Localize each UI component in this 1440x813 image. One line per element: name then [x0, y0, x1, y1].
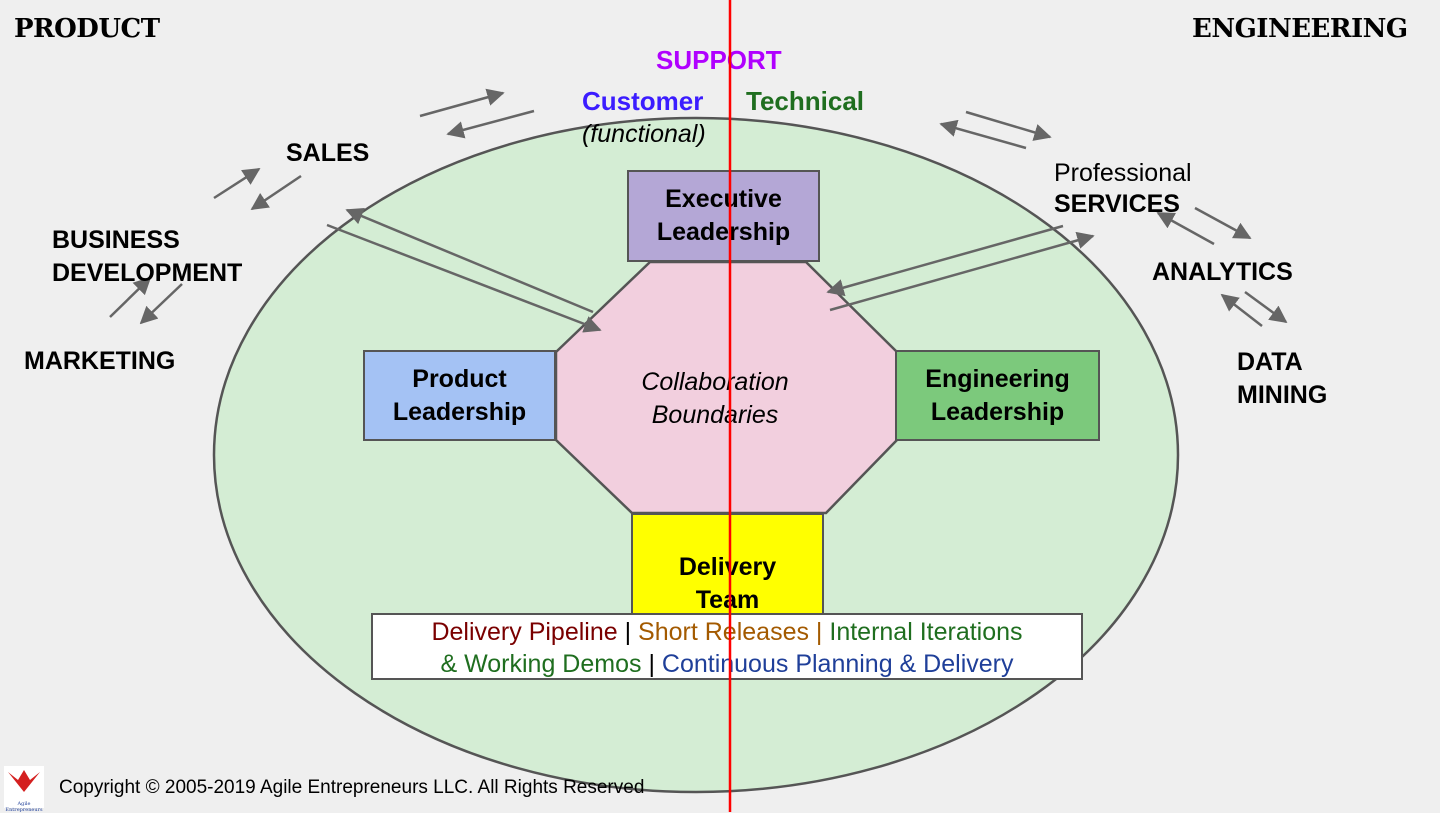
center-line2: Boundaries: [651, 401, 779, 429]
support-customer: Customer: [582, 86, 704, 116]
support-title: SUPPORT: [656, 45, 782, 75]
engineering-line1: Engineering: [925, 364, 1070, 393]
logo-text: Agile Entrepreneurs: [5, 801, 43, 813]
arrow-to-data-mining: [1244, 290, 1288, 324]
pipeline-continuous-planning: Continuous Planning & Delivery: [661, 650, 1014, 678]
professional-label: Professional: [1054, 159, 1192, 187]
arrow-from-sales: [250, 174, 302, 211]
arrow-center-to-services: [829, 231, 1095, 312]
pipeline-delivery: Delivery Pipeline: [431, 618, 618, 646]
left-arrows: [109, 88, 602, 333]
arrow-from-support: [446, 109, 535, 139]
center-line1: Collaboration: [641, 368, 789, 396]
pipeline-internal-iterations: Internal Iterations: [822, 618, 1023, 646]
pipeline-line2: & Working Demos | Continuous Planning & …: [373, 648, 1081, 680]
product-line2: Leadership: [392, 397, 527, 426]
collaboration-boundaries: Collaboration Boundaries: [590, 366, 840, 432]
agile-entrepreneurs-logo: Agile Entrepreneurs: [4, 766, 44, 813]
support-functional: (functional): [582, 120, 706, 148]
mining-label: MINING: [1237, 381, 1328, 409]
eagle-icon: [8, 770, 40, 792]
right-arrows: [826, 110, 1288, 327]
pipeline-working-demos: & Working Demos: [440, 650, 642, 678]
arrow-from-business-dev: [139, 283, 183, 325]
analytics-label: ANALYTICS: [1152, 258, 1293, 286]
engineering-line2: Leadership: [930, 397, 1065, 426]
arrow-to-sales: [213, 167, 261, 200]
pipeline-sep1: |: [617, 618, 639, 646]
arrow-from-data-mining: [1220, 293, 1263, 327]
delivery-line2: Team: [695, 586, 760, 614]
support-technical: Technical: [746, 86, 865, 116]
business-label: BUSINESS: [52, 226, 180, 254]
executive-line2: Leadership: [656, 218, 791, 246]
services-label: SERVICES: [1054, 190, 1180, 218]
product-header: PRODUCT: [14, 14, 160, 44]
arrow-services-to-center: [826, 224, 1064, 297]
executive-line1: Executive: [665, 185, 782, 213]
marketing-label: MARKETING: [24, 347, 176, 375]
copyright-notice: Copyright © 2005-2019 Agile Entrepreneur…: [59, 777, 645, 798]
product-line1: Product: [412, 364, 507, 393]
arrow-sales-to-center: [326, 223, 602, 333]
delivery-line1: Delivery: [678, 553, 777, 581]
engineering-header: ENGINEERING: [1192, 14, 1408, 44]
arrow-from-analytics: [1156, 211, 1215, 246]
sales-label: SALES: [286, 139, 370, 167]
arrow-from-services: [939, 119, 1027, 150]
data-label: DATA: [1237, 348, 1303, 376]
development-label: DEVELOPMENT: [52, 259, 243, 287]
arrow-to-support: [419, 88, 505, 118]
arrow-to-business-dev: [109, 276, 152, 318]
arrow-to-analytics: [1194, 206, 1252, 240]
pipeline-sep2: |: [641, 650, 662, 678]
arrow-center-to-sales: [345, 207, 594, 314]
arrow-to-services: [965, 110, 1052, 141]
